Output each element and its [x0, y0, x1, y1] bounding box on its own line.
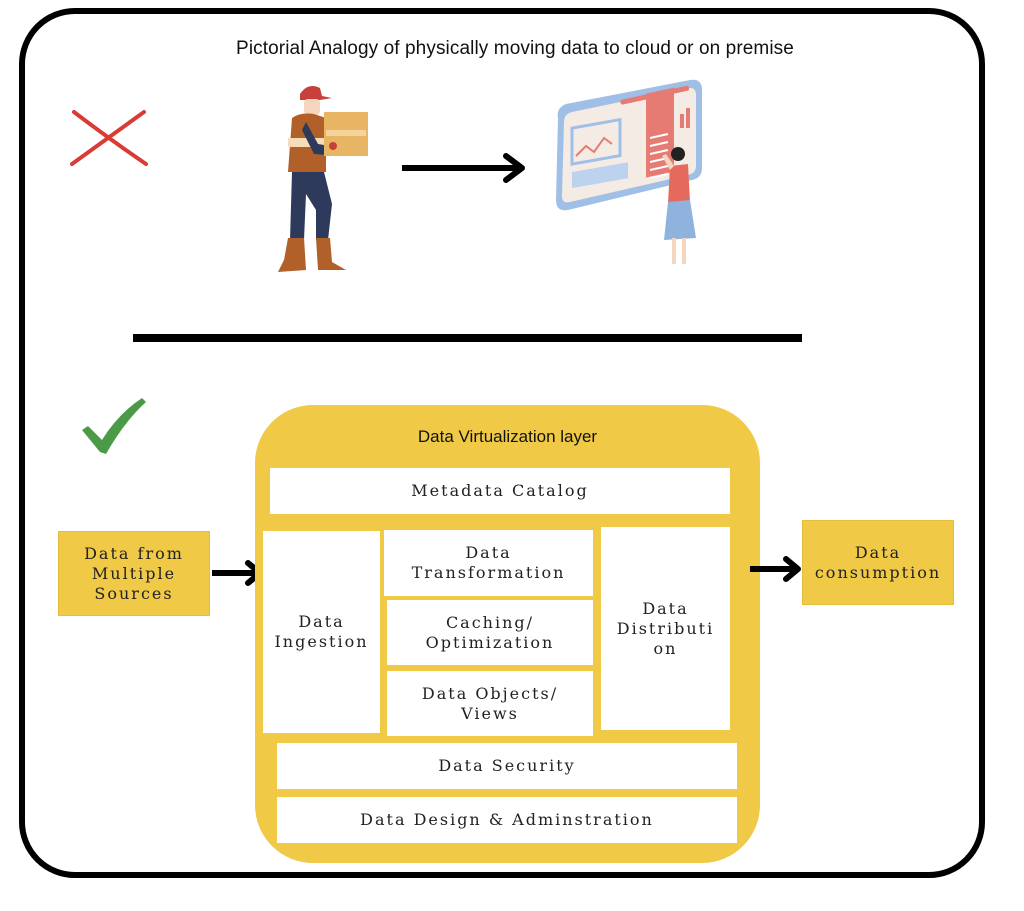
cross-icon: [70, 110, 148, 166]
data-security-box: Data Security: [277, 743, 737, 789]
arrow-right-icon: [750, 556, 801, 582]
data-objects-views-box: Data Objects/ Views: [387, 671, 593, 736]
data-objects-views-label: Data Objects/ Views: [421, 683, 559, 723]
dashboard-illustration: [556, 79, 702, 264]
section-divider: [133, 334, 802, 342]
data-distribution-box: Data Distributi on: [601, 527, 730, 730]
delivery-person-illustration: [278, 86, 368, 272]
data-consumption-label: Data consumption: [814, 542, 942, 582]
virtualization-layer-title: Data Virtualization layer: [417, 427, 598, 446]
checkmark-icon: [82, 398, 146, 454]
data-consumption-box: Data consumption: [802, 520, 954, 605]
data-security-label: Data Security: [438, 756, 576, 775]
caching-optimization-label: Caching/ Optimization: [425, 612, 555, 652]
metadata-catalog-label: Metadata Catalog: [411, 481, 589, 500]
data-sources-label: Data from Multiple Sources: [84, 543, 184, 603]
metadata-catalog-box: Metadata Catalog: [270, 468, 730, 514]
data-sources-box: Data from Multiple Sources: [58, 531, 210, 616]
data-design-admin-label: Data Design & Adminstration: [360, 810, 654, 829]
caching-optimization-box: Caching/ Optimization: [387, 600, 593, 665]
outer-frame: [19, 8, 985, 878]
data-design-admin-box: Data Design & Adminstration: [277, 797, 737, 843]
page-title: Pictorial Analogy of physically moving d…: [236, 38, 794, 59]
data-ingestion-label: Data Ingestion: [274, 612, 369, 651]
data-transformation-box: Data Transformation: [384, 530, 593, 596]
data-ingestion-box: Data Ingestion: [263, 531, 380, 733]
data-transformation-label: Data Transformation: [411, 543, 566, 582]
arrow-right-icon: [402, 153, 525, 183]
data-distribution-label: Data Distributi on: [616, 598, 715, 658]
